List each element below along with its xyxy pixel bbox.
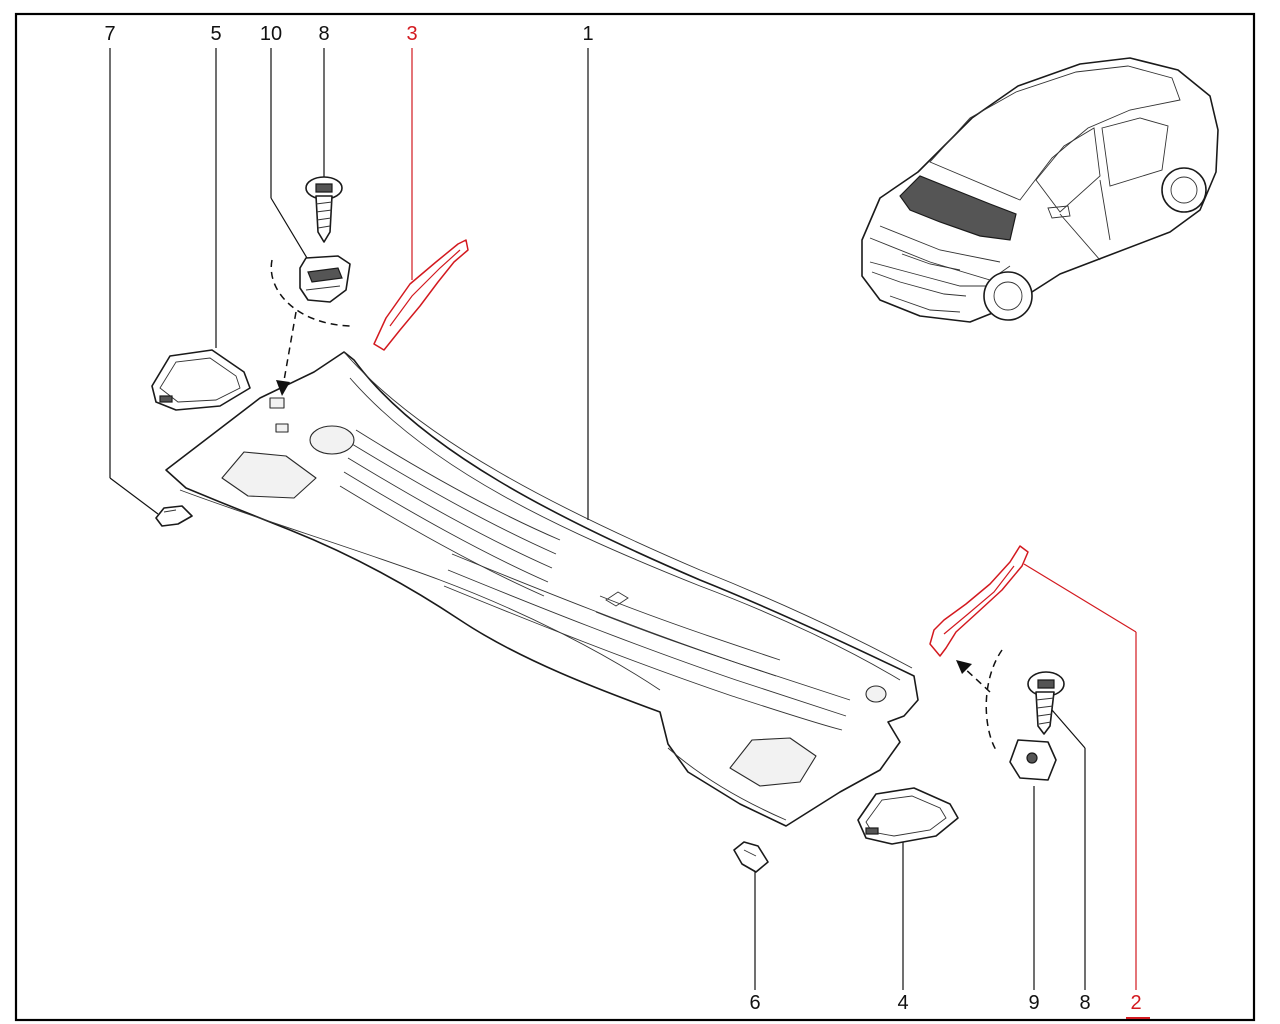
cowl-grill-lower: [443, 553, 851, 731]
car-front-wheel: [983, 271, 1033, 321]
seal-3: [373, 239, 469, 351]
clip-nut-9: [956, 649, 1057, 781]
cowl-grill-upper: [339, 429, 561, 597]
clip-7: [155, 505, 193, 527]
callout-label-8-bottom: 8: [1079, 992, 1090, 1014]
callout-label-3: 3: [406, 23, 417, 45]
leader-8-bottom-diag: [1051, 709, 1086, 749]
diagram-frame: [14, 12, 1256, 1022]
callout-label-1: 1: [582, 23, 593, 45]
cowl-clip-slot-2: [275, 423, 289, 433]
cowl-hole-right: [865, 685, 887, 703]
leader-7-diag: [109, 477, 159, 515]
arrow-down-icon: [276, 380, 290, 396]
cowl-opening-left: [221, 451, 317, 499]
cap-5: [151, 349, 251, 411]
callout-label-8-top: 8: [318, 23, 329, 45]
callout-label-6: 6: [749, 992, 760, 1014]
callout-label-7: 7: [104, 23, 115, 45]
callout-label-4: 4: [897, 992, 908, 1014]
screw-8-bottom: [1027, 671, 1065, 735]
leader-2-diag: [1023, 563, 1137, 633]
cowl-opening-right: [729, 737, 817, 787]
car-illustration: [861, 57, 1219, 323]
cowl-wiper-hole: [309, 425, 355, 455]
car-cowl-highlight: [899, 175, 1017, 241]
car-rear-wheel: [1161, 167, 1207, 213]
cowl-clip-slot: [269, 397, 285, 409]
clip-6: [733, 841, 769, 873]
callout-label-5: 5: [210, 23, 221, 45]
cap-4: [857, 787, 959, 845]
arrow-left-icon: [956, 660, 972, 674]
cap-4-tab: [865, 827, 879, 835]
screw-8-top: [305, 176, 343, 243]
callout-label-2: 2: [1130, 992, 1141, 1014]
cowl-panel-body: [165, 351, 919, 827]
seal-2: [929, 545, 1029, 657]
leader-10-diag: [270, 197, 308, 259]
cap-5-tab: [159, 395, 173, 403]
clip-10: [270, 255, 351, 396]
cowl-panel: [165, 351, 919, 827]
callout-label-10: 10: [260, 23, 282, 45]
leader-lines: [109, 48, 1137, 990]
callout-label-9: 9: [1028, 992, 1039, 1014]
